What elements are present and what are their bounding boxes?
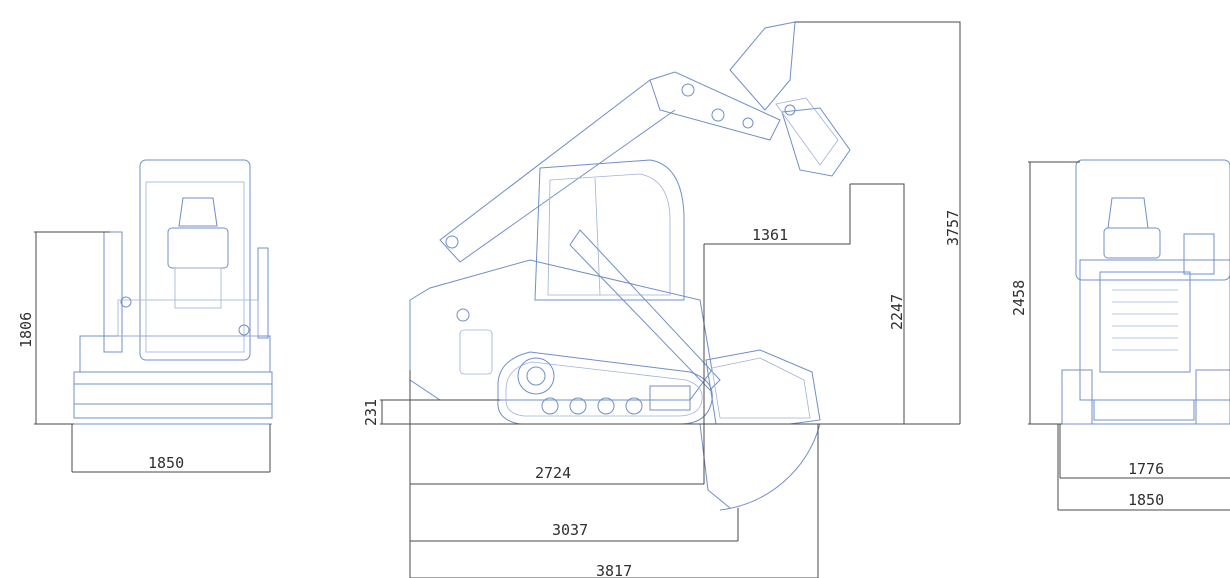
side-view <box>380 21 961 578</box>
side-max-height-label: 3757 <box>944 210 962 246</box>
rear-track-width-label: 1776 <box>1128 460 1164 478</box>
side-dump-reach-label: 1361 <box>752 226 788 244</box>
rear-height-label: 2458 <box>1010 280 1028 316</box>
front-width-label: 1850 <box>148 454 184 472</box>
front-height-label: 1806 <box>17 312 35 348</box>
side-dump-height-label: 2247 <box>888 294 906 330</box>
side-ground-clearance-label: 231 <box>362 399 380 426</box>
front-view <box>34 159 273 473</box>
rear-width-label: 1850 <box>1128 491 1164 509</box>
side-length-3817-label: 3817 <box>596 562 632 578</box>
side-length-3037-label: 3037 <box>552 521 588 539</box>
rear-view <box>1028 159 1230 511</box>
side-length-2724-label: 2724 <box>535 464 571 482</box>
